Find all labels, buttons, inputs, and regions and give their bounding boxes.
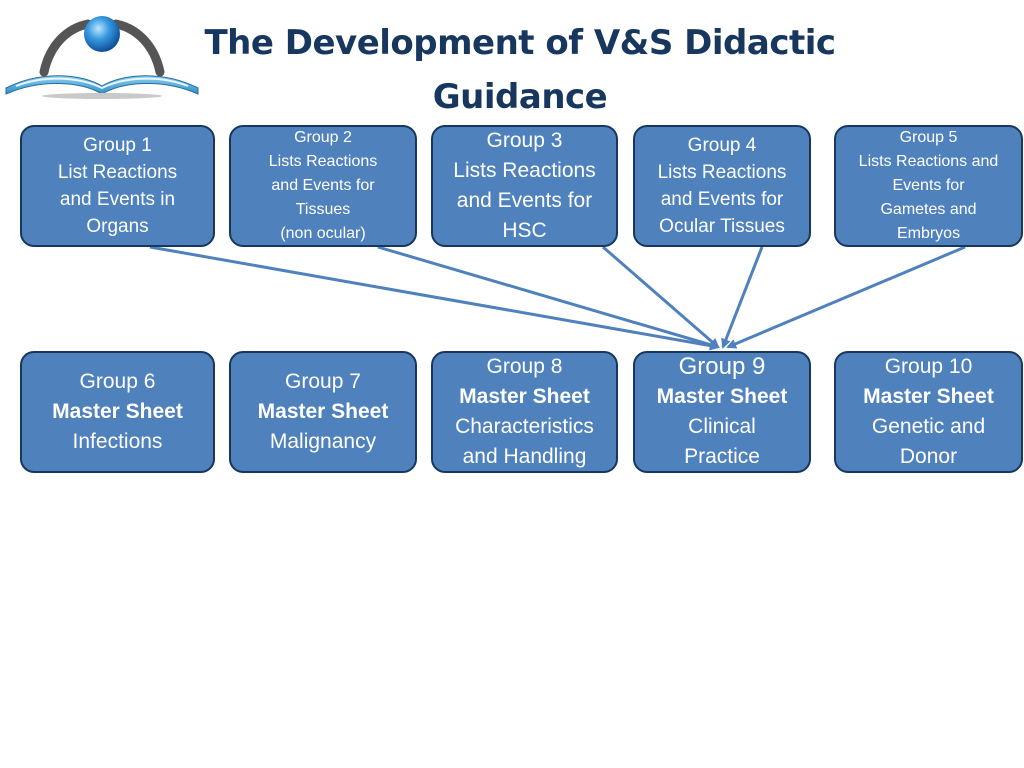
group-1-text-line: and Events in bbox=[59, 189, 176, 210]
group-3-label: Group 3 bbox=[486, 129, 563, 152]
group-2-label: Group 2 bbox=[294, 129, 352, 146]
group-4-text-line: Ocular Tissues bbox=[659, 216, 785, 237]
slide-title: The Development of V&S Didactic Guidance bbox=[190, 16, 850, 124]
group-5-label: Group 5 bbox=[899, 129, 958, 146]
group-9-label: Group 9 bbox=[678, 353, 766, 380]
group-3-text-line: HSC bbox=[502, 219, 547, 242]
group-6-box: Group 6 Master Sheet Infections bbox=[20, 351, 215, 473]
group-5-text-line: Gametes and bbox=[880, 201, 977, 218]
group-4-label: Group 4 bbox=[687, 135, 757, 156]
group-5-text-line: Lists Reactions and bbox=[858, 153, 999, 170]
arrow-group2-to-group9 bbox=[377, 245, 720, 350]
group-6-master-sheet: Master Sheet bbox=[52, 400, 183, 423]
group-5-box: Group 5 Lists Reactions and Events for G… bbox=[834, 125, 1023, 247]
group-6-text-line: Infections bbox=[72, 430, 163, 453]
group-6-label: Group 6 bbox=[79, 370, 156, 393]
group-1-label: Group 1 bbox=[83, 135, 152, 156]
group-10-label: Group 10 bbox=[884, 355, 973, 378]
group-7-box: Group 7 Master Sheet Malignancy bbox=[229, 351, 417, 473]
group-3-text-line: Lists Reactions bbox=[453, 159, 596, 182]
group-10-text-line: Genetic and bbox=[871, 415, 986, 438]
group-4-box: Group 4 Lists Reactions and Events for O… bbox=[633, 125, 811, 247]
group-9-text-line: Practice bbox=[684, 445, 760, 468]
arrow-group1-to-group9 bbox=[149, 245, 720, 351]
group-3-box: Group 3 Lists Reactions and Events for H… bbox=[431, 125, 618, 247]
group-10-box: Group 10 Master Sheet Genetic and Donor bbox=[834, 351, 1023, 473]
group-8-text-line: and Handling bbox=[462, 445, 587, 468]
group-9-box: Group 9 Master Sheet Clinical Practice bbox=[633, 351, 811, 473]
group-9-text-line: Clinical bbox=[688, 415, 756, 438]
group-4-text-line: Lists Reactions bbox=[657, 162, 787, 183]
group-8-text-line: Characteristics bbox=[455, 415, 594, 438]
group-2-text-line: and Events for bbox=[271, 177, 375, 194]
group-8-label: Group 8 bbox=[486, 355, 563, 378]
group-2-text-line: Tissues bbox=[295, 201, 351, 218]
group-10-text-line: Donor bbox=[899, 445, 958, 468]
group-9-master-sheet: Master Sheet bbox=[656, 385, 788, 408]
arrow-group5-to-group9 bbox=[726, 245, 966, 349]
title-line-1: The Development of V&S Didactic bbox=[204, 23, 836, 63]
group-7-label: Group 7 bbox=[285, 370, 361, 393]
group-7-master-sheet: Master Sheet bbox=[257, 400, 389, 423]
open-book-logo bbox=[5, 16, 199, 99]
group-2-text-line: Lists Reactions bbox=[268, 153, 378, 170]
group-10-master-sheet: Master Sheet bbox=[863, 385, 994, 408]
group-5-text-line: Embryos bbox=[896, 225, 961, 242]
group-7-text-line: Malignancy bbox=[269, 430, 377, 453]
group-8-master-sheet: Master Sheet bbox=[459, 385, 590, 408]
group-1-text-line: Organs bbox=[86, 216, 149, 237]
group-1-text-line: List Reactions bbox=[57, 162, 178, 183]
arrow-group3-to-group9 bbox=[602, 245, 720, 349]
group-5-text-line: Events for bbox=[892, 177, 965, 194]
group-3-text-line: and Events for bbox=[456, 189, 593, 212]
group-8-box: Group 8 Master Sheet Characteristics and… bbox=[431, 351, 618, 473]
group-4-text-line: and Events for bbox=[660, 189, 784, 210]
title-line-2: Guidance bbox=[432, 77, 608, 117]
group-2-text-line: (non ocular) bbox=[280, 225, 366, 242]
arrow-group4-to-group9 bbox=[721, 246, 764, 349]
group-1-box: Group 1 List Reactions and Events in Org… bbox=[20, 125, 215, 247]
group-2-box: Group 2 Lists Reactions and Events for T… bbox=[229, 125, 417, 247]
